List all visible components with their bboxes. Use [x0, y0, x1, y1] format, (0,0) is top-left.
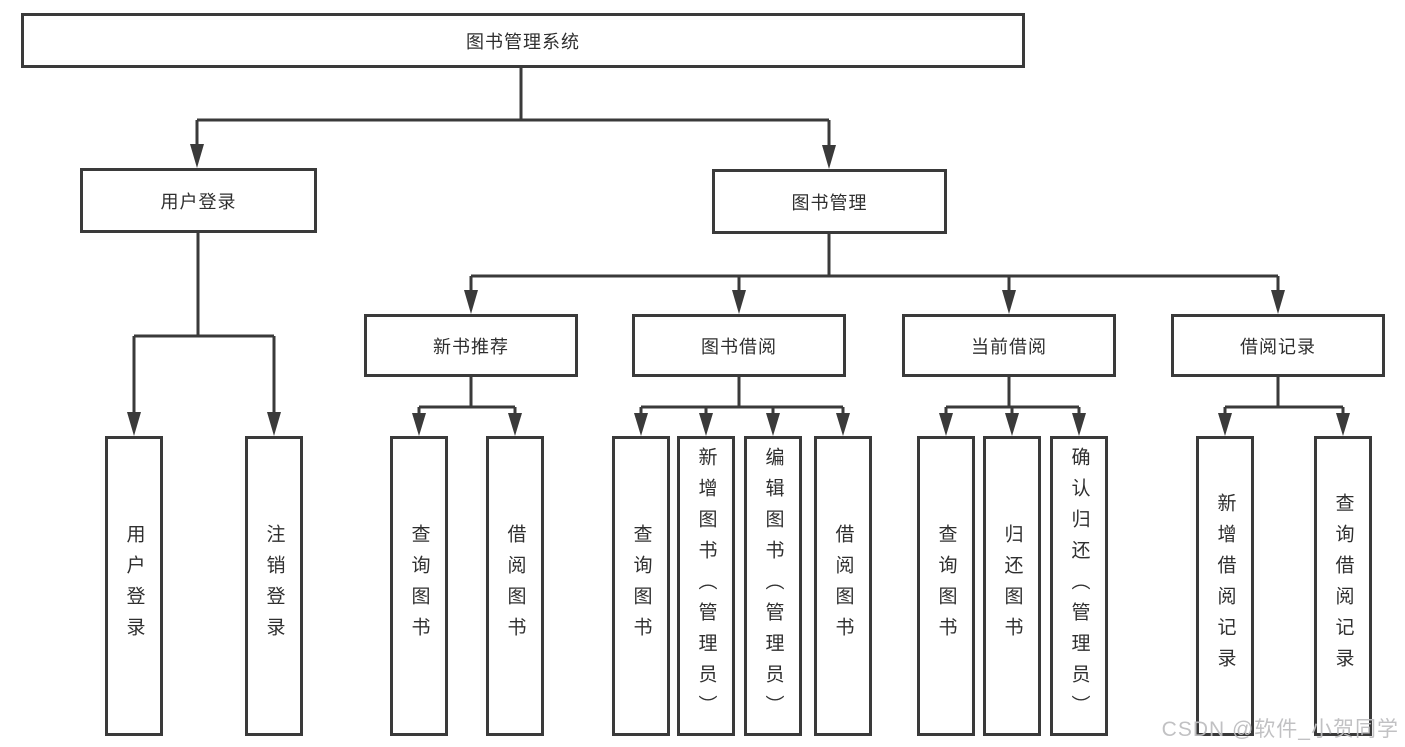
leaf-add-books-admin: 新增图书（管理员） — [677, 436, 735, 736]
leaf-user-login: 用户登录 — [105, 436, 163, 736]
node-user-login: 用户登录 — [80, 168, 317, 233]
node-new-book-recommendation: 新书推荐 — [364, 314, 578, 377]
connector-book-management-to-level3 — [469, 234, 1280, 298]
leaf-return-books: 归还图书 — [983, 436, 1041, 736]
csdn-watermark: CSDN @软件_小贺同学 — [1161, 718, 1399, 741]
leaf-confirm-return-admin: 确认归还（管理员） — [1050, 436, 1108, 736]
leaf-query-books-current: 查询图书 — [917, 436, 975, 736]
node-book-borrowing: 图书借阅 — [632, 314, 846, 377]
connector-book-borrow-to-leaves — [639, 377, 845, 420]
leaf-borrow-books: 借阅图书 — [814, 436, 872, 736]
leaf-edit-books-admin: 编辑图书（管理员） — [744, 436, 802, 736]
leaf-add-borrow-record: 新增借阅记录 — [1196, 436, 1254, 736]
connector-root-to-level2 — [195, 68, 831, 151]
leaf-query-books-newbook: 查询图书 — [390, 436, 448, 736]
leaf-query-books-borrow: 查询图书 — [612, 436, 670, 736]
connector-user-login-to-leaves — [132, 233, 276, 418]
connector-current-borrow-to-leaves — [944, 377, 1081, 420]
leaf-borrow-books-newbook: 借阅图书 — [486, 436, 544, 736]
leaf-query-borrow-record: 查询借阅记录 — [1314, 436, 1372, 736]
leaf-logout: 注销登录 — [245, 436, 303, 736]
connector-records-to-leaves — [1223, 377, 1345, 420]
node-root-library-management-system: 图书管理系统 — [21, 13, 1025, 68]
connector-new-book-to-leaves — [417, 377, 517, 420]
node-borrowing-records: 借阅记录 — [1171, 314, 1385, 377]
node-book-management: 图书管理 — [712, 169, 947, 234]
node-current-borrowing: 当前借阅 — [902, 314, 1116, 377]
